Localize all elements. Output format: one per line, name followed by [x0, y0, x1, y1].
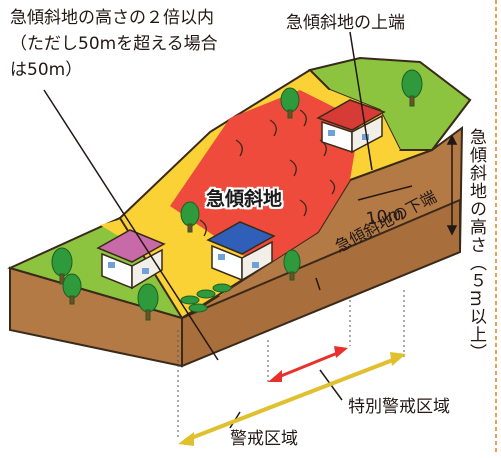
projection-lines	[177, 290, 405, 440]
height-rule-line1: 急傾斜地の高さの２倍以内	[10, 8, 214, 28]
slope-height-label: 急傾斜地の高さ（５m以上）	[466, 128, 486, 362]
warning-zone-label: 警戒区域	[230, 429, 298, 449]
slope-top-label: 急傾斜地の上端	[286, 13, 405, 33]
house-middle	[206, 221, 276, 282]
height-marker	[446, 134, 458, 236]
soil-right-face	[181, 198, 461, 368]
steep-slope-label: 急傾斜地	[206, 188, 283, 210]
special-warning-zone-label: 特別警戒区域	[348, 397, 450, 417]
house-left	[96, 229, 166, 290]
ten-meter-marker	[357, 185, 413, 201]
bushes	[180, 283, 232, 313]
trees	[51, 69, 423, 321]
slope-texture	[199, 109, 336, 237]
warning-zone-arrow	[178, 352, 406, 446]
slope-special-zone	[170, 90, 360, 268]
special-zone-arrow	[268, 346, 348, 382]
height-rule-line2: （ただし50mを超える場合	[10, 34, 218, 54]
height-rule-line3: は50m）	[10, 60, 83, 80]
